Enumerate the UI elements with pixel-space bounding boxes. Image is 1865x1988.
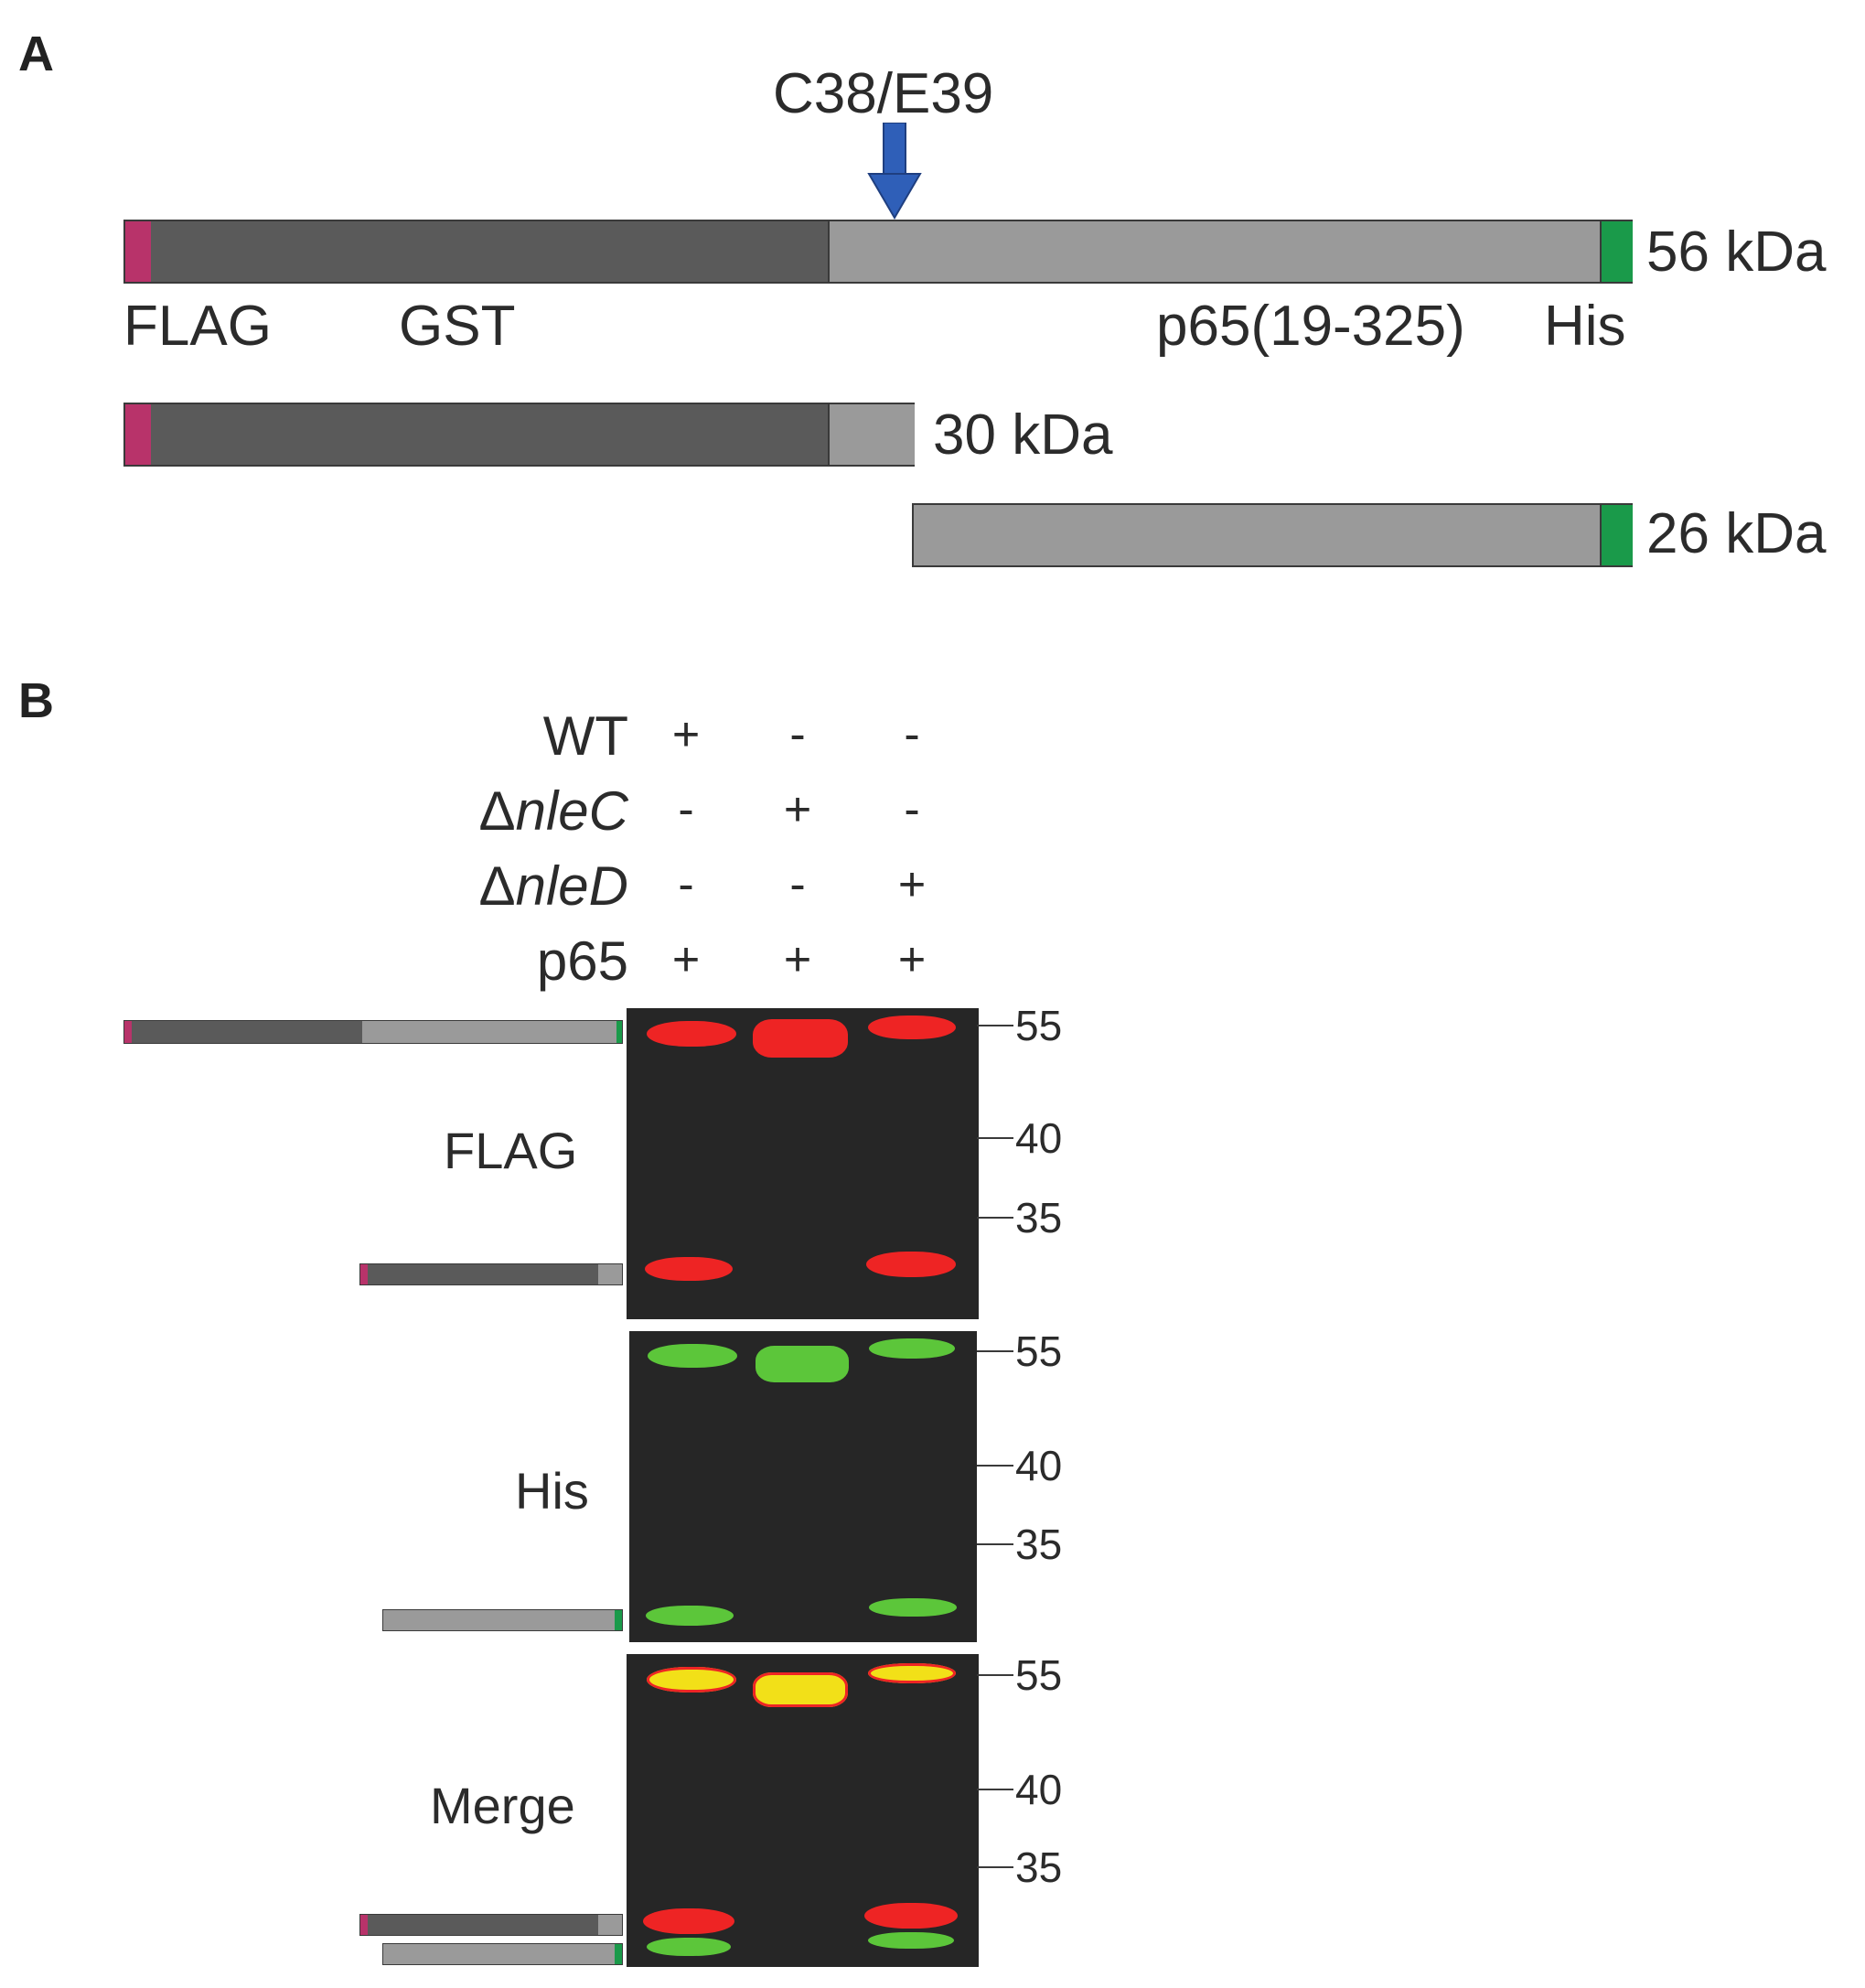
flag-band-lane1-full: [647, 1021, 736, 1047]
his-tag-segment: [615, 1610, 622, 1630]
condition-label-p65: p65: [536, 930, 628, 992]
flag-domain-label: FLAG: [123, 295, 272, 358]
his-marker-40-tick: [977, 1465, 1013, 1467]
his-marker-55-tick: [977, 1350, 1013, 1352]
cleavage-arrow-icon: [867, 123, 922, 220]
flag-band-lane3-full: [868, 1015, 956, 1039]
p65-segment: [362, 1021, 616, 1043]
merge-marker-55-tick: [977, 1674, 1013, 1676]
flag-tag-segment: [360, 1264, 368, 1284]
flag-blot-label: FLAG: [444, 1122, 578, 1179]
merge-band-lane2-full: [753, 1672, 848, 1707]
mark-nlec-lane3: -: [904, 783, 920, 836]
mark-wt-lane1: +: [671, 708, 701, 761]
his-band-lane1-frag: [646, 1606, 734, 1626]
flag-tag-segment: [125, 404, 151, 465]
full-length-construct-bar: [123, 220, 1633, 284]
flag-band-lane3-frag: [866, 1252, 956, 1277]
cleavage-site-label: C38/E39: [773, 62, 994, 125]
merge-band-lane3-red: [864, 1903, 958, 1929]
gst-segment: [132, 1021, 362, 1043]
gst-segment: [368, 1915, 598, 1935]
flag-marker-40: 40: [1015, 1114, 1063, 1162]
his-blot-label: His: [515, 1462, 589, 1520]
condition-label-nled: ΔnleD: [478, 855, 628, 917]
merge-band-lane1-red: [643, 1908, 734, 1934]
flag-tag-segment: [124, 1021, 132, 1043]
his-band-lane2-full: [756, 1346, 849, 1382]
his-blot: [629, 1331, 977, 1642]
mark-p65-lane1: +: [671, 933, 701, 986]
mark-nlec-lane1: -: [678, 783, 694, 836]
merge-blot: [627, 1654, 979, 1967]
his-band-lane3-frag: [869, 1598, 957, 1617]
flag-marker-35: 35: [1015, 1194, 1063, 1241]
p65-segment: [383, 1610, 615, 1630]
flag-marker-55-tick: [977, 1025, 1013, 1026]
merge-flag-fragment-schematic: [359, 1914, 623, 1936]
his-domain-label: His: [1544, 295, 1626, 358]
condition-label-nlec: ΔnleC: [478, 780, 628, 842]
mark-wt-lane2: -: [789, 708, 806, 761]
merge-blot-label: Merge: [430, 1777, 575, 1834]
his-marker-55: 55: [1015, 1327, 1063, 1375]
p65-segment: [828, 404, 915, 465]
p65-segment: [383, 1944, 615, 1964]
flag-blot: [627, 1008, 979, 1319]
flag-band-lane2-full: [753, 1019, 848, 1058]
mark-p65-lane2: +: [783, 933, 812, 986]
his-fragment-schematic: [382, 1609, 623, 1631]
his-marker-35: 35: [1015, 1521, 1063, 1568]
flag-marker-35-tick: [977, 1217, 1013, 1219]
merge-band-lane1-full: [647, 1667, 736, 1692]
his-tag-segment: [1600, 505, 1633, 565]
condition-label-wt: WT: [542, 705, 628, 767]
merge-his-fragment-schematic: [382, 1943, 623, 1965]
p65-segment: [914, 505, 1600, 565]
mark-nled-lane1: -: [678, 858, 694, 911]
flag-marker-40-tick: [977, 1137, 1013, 1139]
merge-marker-40-tick: [977, 1789, 1013, 1790]
p65-domain-label: p65(19-325): [1156, 295, 1465, 358]
flag-band-lane1-frag: [645, 1257, 733, 1281]
panel-a-letter: A: [18, 27, 54, 81]
mark-nled-lane2: -: [789, 858, 806, 911]
merge-marker-55: 55: [1015, 1651, 1063, 1699]
p65-segment: [828, 221, 1602, 282]
his-tag-segment: [615, 1944, 622, 1964]
merge-marker-40: 40: [1015, 1766, 1063, 1813]
mark-nled-lane3: +: [897, 858, 927, 911]
gst-segment: [151, 221, 828, 282]
gst-domain-label: GST: [399, 295, 516, 358]
flag-fragment-schematic: [359, 1263, 623, 1285]
fragment-n-size-label: 30 kDa: [933, 403, 1113, 467]
c-terminal-fragment-bar: [912, 503, 1633, 567]
mark-wt-lane3: -: [904, 708, 920, 761]
n-terminal-fragment-bar: [123, 403, 915, 467]
full-size-label: 56 kDa: [1646, 220, 1827, 284]
merge-band-lane3-full: [868, 1663, 956, 1683]
panel-b-letter: B: [18, 673, 54, 728]
merge-band-lane1-green: [647, 1938, 731, 1956]
his-band-lane3-full: [869, 1338, 955, 1359]
his-marker-35-tick: [977, 1543, 1013, 1545]
p65-segment: [598, 1264, 622, 1284]
p65-segment: [598, 1915, 622, 1935]
merge-marker-35: 35: [1015, 1843, 1063, 1891]
gst-segment: [368, 1264, 598, 1284]
flag-marker-55: 55: [1015, 1002, 1063, 1049]
merge-marker-35-tick: [977, 1866, 1013, 1868]
fragment-c-size-label: 26 kDa: [1646, 502, 1827, 565]
gst-segment: [151, 404, 828, 465]
his-marker-40: 40: [1015, 1442, 1063, 1489]
mark-nlec-lane2: +: [783, 783, 812, 836]
flag-tag-segment: [360, 1915, 368, 1935]
his-tag-segment: [616, 1021, 622, 1043]
merge-band-lane3-green: [868, 1932, 954, 1949]
flag-full-length-schematic: [123, 1020, 623, 1044]
his-band-lane1-full: [648, 1344, 737, 1368]
flag-tag-segment: [125, 221, 151, 282]
his-tag-segment: [1600, 221, 1633, 282]
mark-p65-lane3: +: [897, 933, 927, 986]
